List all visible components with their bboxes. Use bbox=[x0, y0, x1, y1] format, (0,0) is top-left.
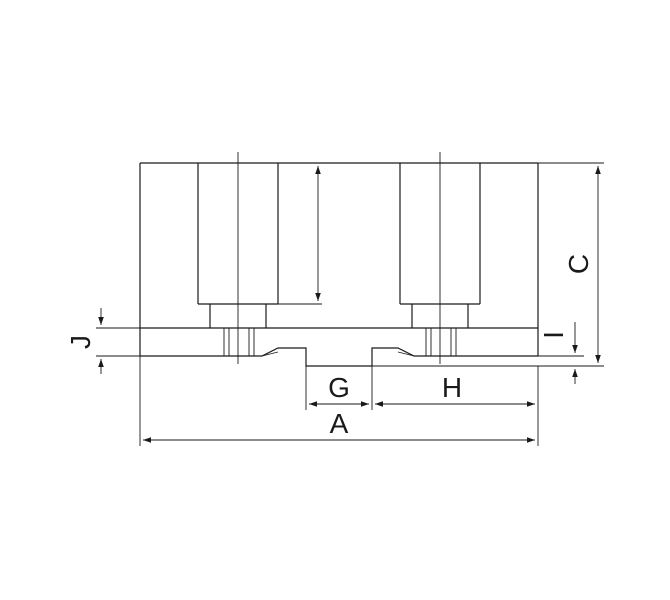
jaw-body bbox=[139, 162, 539, 367]
dimension-j-label: J bbox=[65, 335, 96, 349]
dimension-h-label: H bbox=[442, 372, 462, 403]
right-bolt-pocket bbox=[399, 152, 481, 364]
dimension-j: J bbox=[65, 308, 140, 374]
dimension-i: I bbox=[372, 322, 584, 384]
dimension-g-label: G bbox=[328, 372, 350, 403]
pocket-depth-dimension bbox=[278, 162, 322, 305]
dimension-a: A bbox=[139, 356, 539, 446]
dimension-i-label: I bbox=[538, 331, 569, 339]
dimension-c-label: C bbox=[563, 254, 594, 274]
dimension-a-label: A bbox=[330, 408, 349, 439]
dimension-g: G bbox=[305, 366, 373, 410]
dimension-h: H bbox=[375, 366, 539, 410]
left-bolt-pocket bbox=[197, 152, 279, 364]
